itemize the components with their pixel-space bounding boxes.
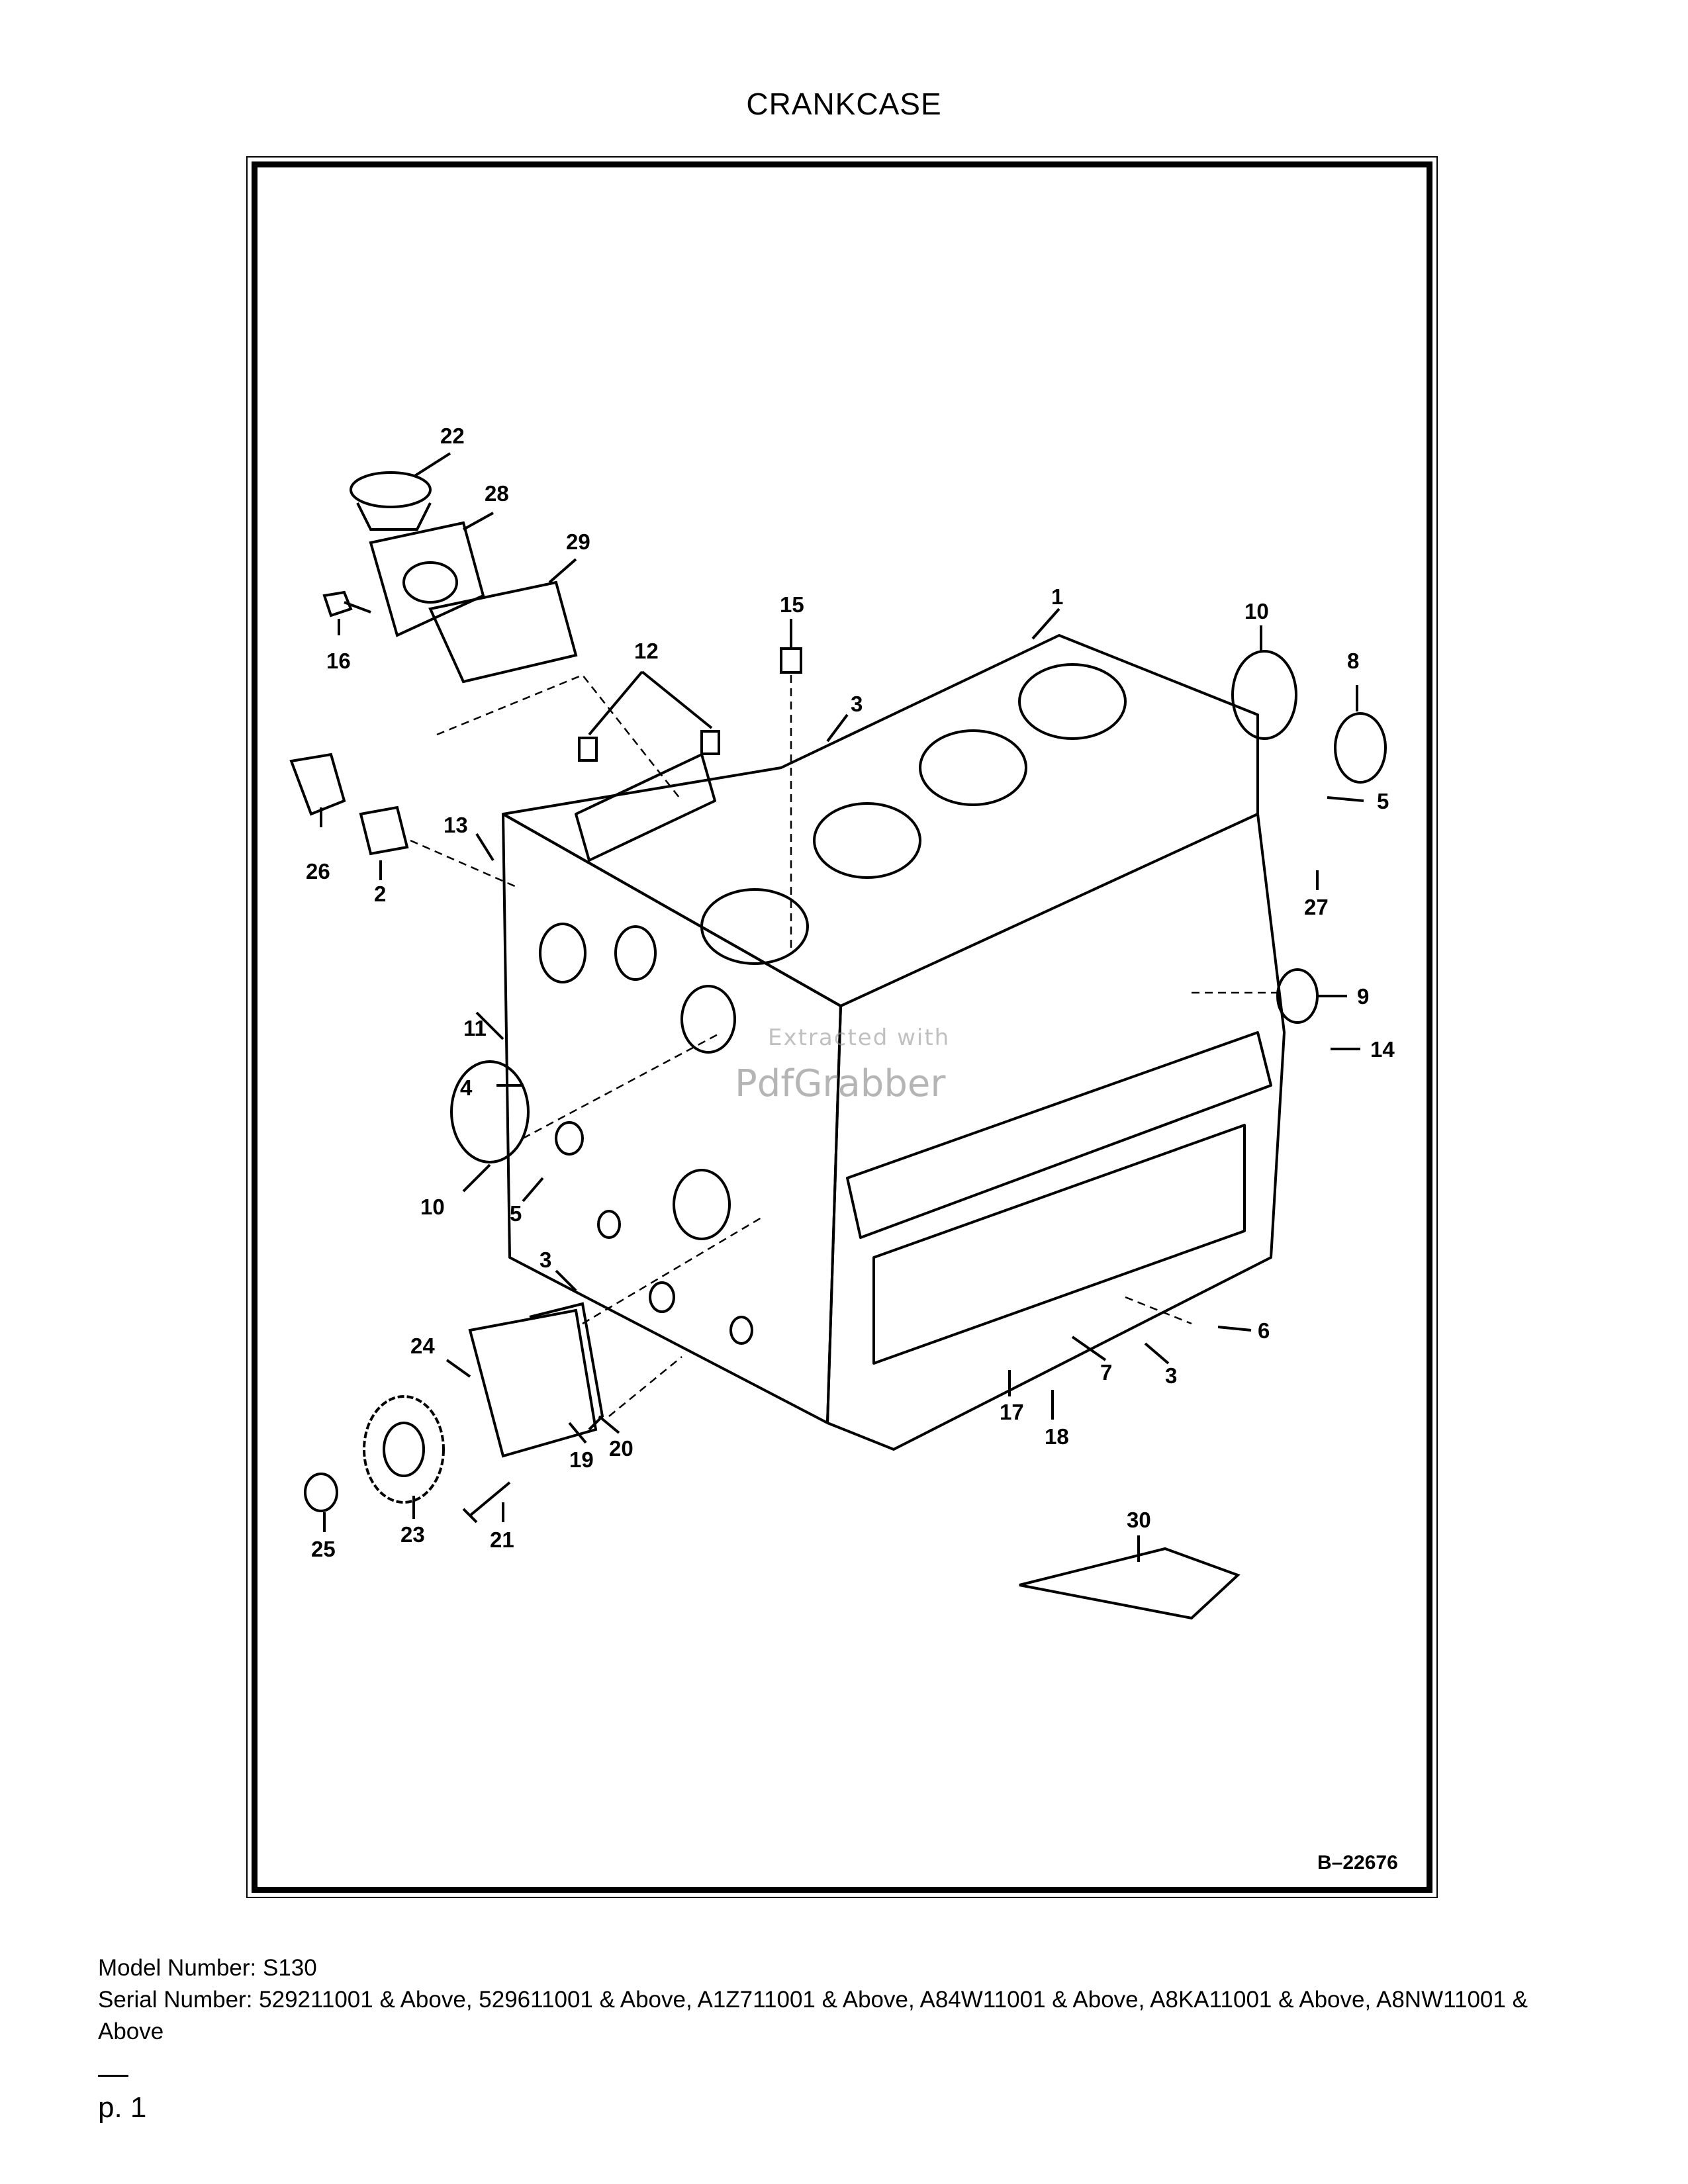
- dowel-12: [578, 737, 598, 762]
- callout-6: 6: [1258, 1318, 1270, 1343]
- callout-13: 13: [444, 813, 468, 837]
- dowel-15: [780, 647, 802, 674]
- callout-5: 5: [1377, 789, 1389, 813]
- callout-20: 20: [609, 1436, 633, 1461]
- seal-9: [1276, 968, 1319, 1024]
- crankcase-side-face: [826, 813, 1286, 1451]
- callout-24: 24: [410, 1334, 435, 1358]
- diagram-frame: [252, 161, 1432, 1893]
- serial-number: Serial Number: 529211001 & Above, 529611…: [98, 1987, 1528, 2044]
- callout-18: 18: [1045, 1424, 1069, 1449]
- thermostat-housing: [369, 521, 485, 637]
- cylinder-bore: [919, 729, 1027, 806]
- callout-labels: 1 2 3 3 3 4 5 5 6 7 8 9 10 10 11 12 13 1…: [306, 424, 1395, 1561]
- cylinder-bore: [700, 888, 809, 965]
- plug-10-top: [1231, 650, 1297, 740]
- cylinder-bore: [1018, 663, 1127, 740]
- callout-8: 8: [1347, 649, 1359, 673]
- assembly-guide-lines: [410, 674, 1278, 1417]
- plug-8: [1334, 712, 1387, 784]
- callout-1: 1: [1051, 584, 1063, 609]
- callout-15: 15: [780, 592, 804, 617]
- callout-3: 3: [851, 692, 863, 716]
- callout-28: 28: [485, 481, 509, 506]
- callout-12: 12: [634, 639, 659, 663]
- callout-29: 29: [566, 529, 590, 554]
- label-plate-30: [1019, 1547, 1241, 1620]
- callout-17: 17: [1000, 1400, 1024, 1424]
- callout-3: 3: [1165, 1363, 1177, 1388]
- callout-27: 27: [1304, 895, 1329, 919]
- callout-leaders: [320, 452, 1364, 1562]
- callout-23: 23: [400, 1522, 425, 1547]
- callout-7: 7: [1100, 1360, 1112, 1385]
- bolt-16: [322, 590, 371, 617]
- sensor-2: [359, 805, 409, 856]
- sender-26: [289, 752, 346, 816]
- callout-4: 4: [460, 1075, 473, 1100]
- callout-26: 26: [306, 859, 330, 884]
- diagram-frame-outer: [246, 156, 1438, 1898]
- callout-11: 11: [463, 1016, 487, 1040]
- cylinder-bore: [813, 802, 921, 879]
- callout-14: 14: [1370, 1037, 1395, 1062]
- crankcase-drawing: [502, 634, 1286, 1451]
- model-number: Model Number: S130: [98, 1955, 317, 1981]
- callout-30: 30: [1127, 1508, 1151, 1532]
- callout-22: 22: [440, 424, 465, 448]
- callout-10: 10: [420, 1195, 445, 1219]
- callout-21: 21: [490, 1527, 514, 1552]
- exploded-parts: [289, 471, 1387, 1620]
- nut-25: [304, 1473, 338, 1512]
- watermark-text: PdfGrabber: [735, 1062, 946, 1105]
- callout-19: 19: [569, 1447, 594, 1472]
- callout-2: 2: [374, 882, 386, 906]
- callout-5: 5: [510, 1201, 522, 1226]
- filler-cap: [350, 471, 432, 508]
- crankcase-bottom-rail: [846, 1031, 1272, 1239]
- dowel-12: [700, 730, 720, 755]
- callout-9: 9: [1357, 984, 1369, 1009]
- callout-16: 16: [326, 649, 351, 673]
- gear-23: [363, 1395, 445, 1504]
- watermark-text-small: Extracted with: [768, 1024, 951, 1051]
- bolt-21: [462, 1481, 511, 1524]
- seal-10-front: [450, 1060, 530, 1163]
- callout-25: 25: [311, 1537, 336, 1561]
- page-title: CRANKCASE: [746, 87, 942, 121]
- page-number: p. 1: [98, 2091, 147, 2124]
- callout-10: 10: [1244, 599, 1269, 623]
- callout-3: 3: [539, 1248, 551, 1272]
- footer-info: Model Number: S130 Serial Number: 529211…: [98, 1952, 1587, 2048]
- document-number: B–22676: [1317, 1852, 1398, 1874]
- crankcase-front-face: [502, 813, 842, 1424]
- housing-gasket: [428, 580, 578, 684]
- oil-pump: [468, 1308, 598, 1458]
- page-separator: [98, 2075, 128, 2077]
